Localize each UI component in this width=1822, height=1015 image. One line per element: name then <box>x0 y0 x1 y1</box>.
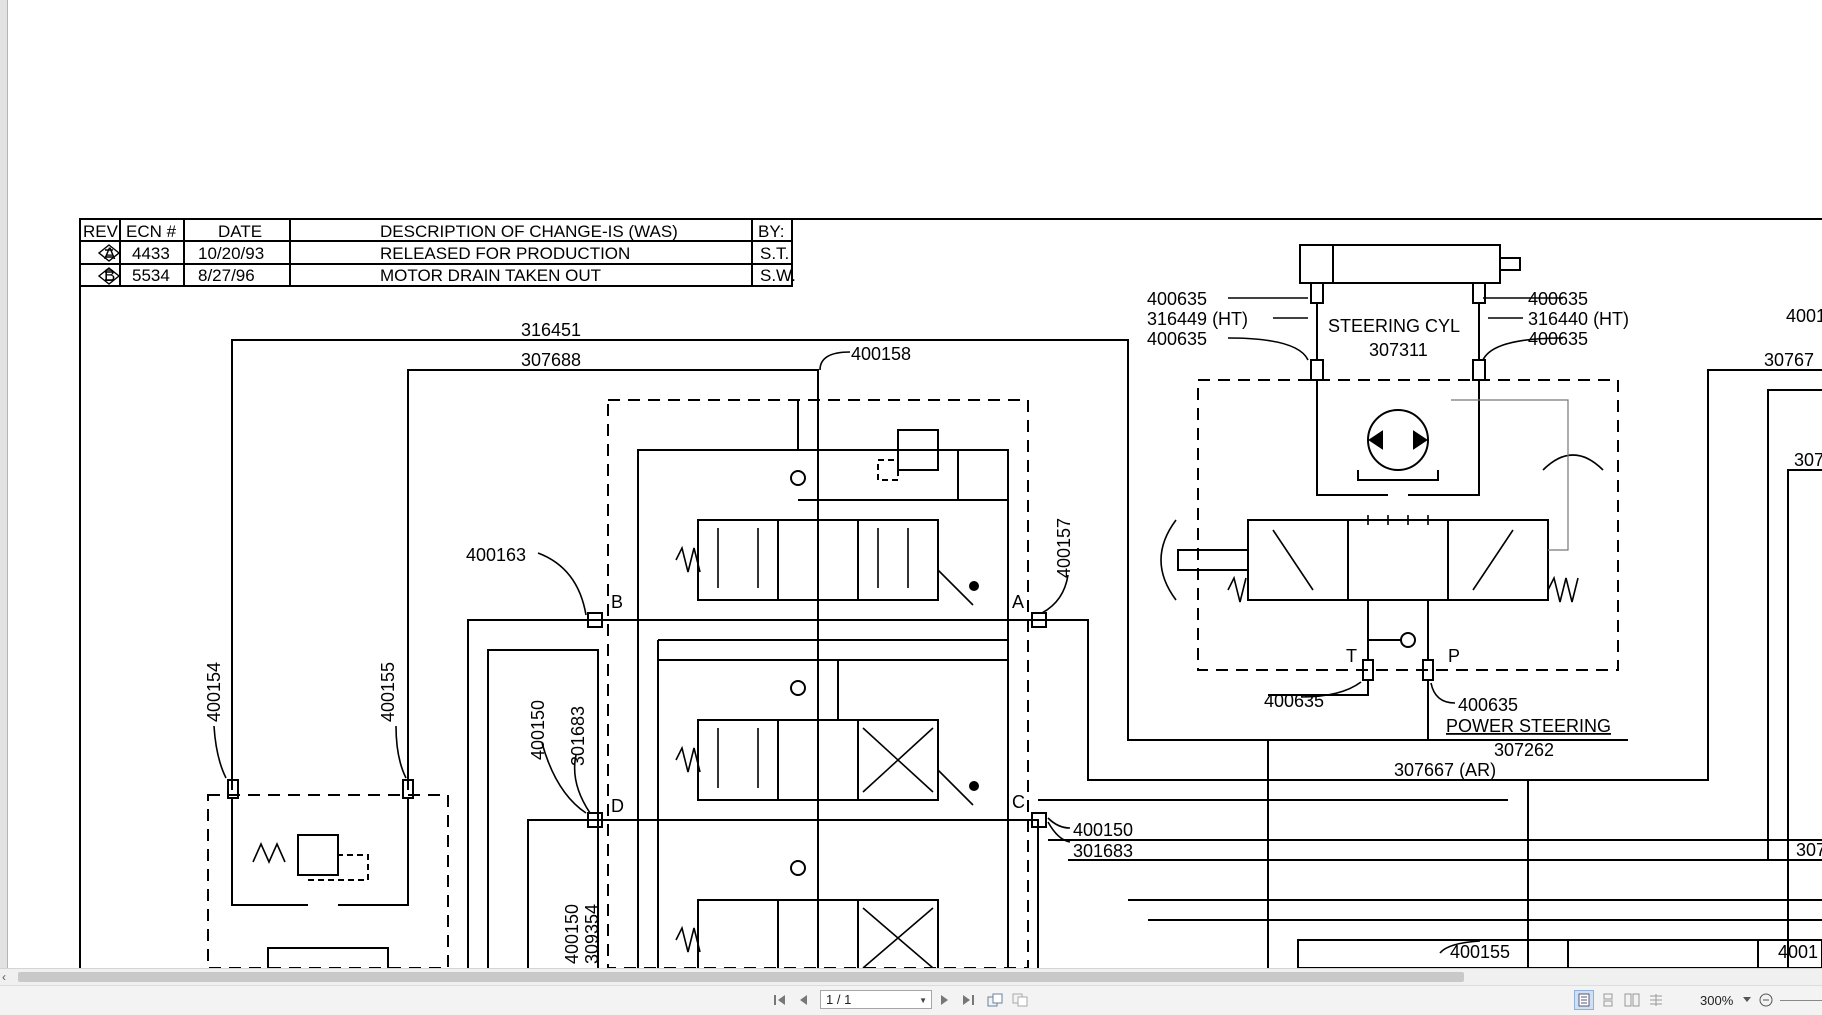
cyl-left-fitting-2: 400635 <box>1147 329 1207 349</box>
steering-cyl-part-number: 307311 <box>1369 340 1428 360</box>
cut-label-top: 4001 <box>1786 306 1822 326</box>
page-number-value: 1 / 1 <box>826 992 852 1007</box>
date-a: 10/20/93 <box>198 244 264 263</box>
zoom-dropdown-icon[interactable] <box>1740 990 1754 1010</box>
scrollbar-thumb[interactable] <box>18 972 1464 982</box>
description-header: DESCRIPTION OF CHANGE-IS (WAS) <box>380 222 678 241</box>
power-steering-part-number: 307262 <box>1494 740 1554 760</box>
callout-leaders <box>213 297 1564 954</box>
hose-label-316451: 316451 <box>521 320 581 340</box>
port-t-label: T <box>1346 646 1357 666</box>
port-a-label: A <box>1012 592 1024 612</box>
zoom-level[interactable]: 300% <box>1700 993 1734 1008</box>
cyl-right-fitting-2: 400635 <box>1528 329 1588 349</box>
rev-b-label: B <box>104 266 115 285</box>
fitting-label-400150-vertical: 400150 <box>528 700 548 760</box>
zoom-out-icon[interactable] <box>1756 990 1776 1010</box>
cyl-left-fitting-1: 400635 <box>1147 289 1207 309</box>
ps-pressure-fitting: 400635 <box>1458 695 1518 715</box>
paste-page-icon[interactable] <box>1010 990 1030 1010</box>
fitting-label-400150-lower: 400150 <box>562 904 582 964</box>
port-lines <box>467 369 1822 968</box>
cyl-right-hose: 316440 (HT) <box>1528 309 1629 329</box>
hose-label-301683-right: 301683 <box>1073 841 1133 861</box>
next-page-icon[interactable] <box>935 990 955 1010</box>
first-page-icon[interactable] <box>770 990 790 1010</box>
hose-label-309354: 309354 <box>582 904 602 964</box>
description-a: RELEASED FOR PRODUCTION <box>380 244 630 263</box>
power-steering-title: POWER STEERING <box>1446 716 1611 736</box>
steering-cyl-title: STEERING CYL <box>1328 316 1460 336</box>
ecn-b: 5534 <box>132 266 170 285</box>
rev-header: REV <box>83 222 119 241</box>
directional-valves <box>637 398 1009 968</box>
by-header: BY: <box>758 222 784 241</box>
power-steering-symbol <box>1160 379 1619 740</box>
fitting-label-400150-right: 400150 <box>1073 820 1133 840</box>
ecn-a: 4433 <box>132 244 170 263</box>
port-c-label: C <box>1012 792 1025 812</box>
port-b-label: B <box>611 592 623 612</box>
document-viewport[interactable]: REV ECN # DATE DESCRIPTION OF CHANGE-IS … <box>8 0 1822 968</box>
cut-label-bottom: 4001 <box>1778 942 1818 962</box>
left-scrollbar[interactable] <box>0 0 8 968</box>
horizontal-scrollbar[interactable]: ‹ <box>0 968 1822 985</box>
previous-page-icon[interactable] <box>793 990 813 1010</box>
copy-page-icon[interactable] <box>985 990 1005 1010</box>
revision-table: REV ECN # DATE DESCRIPTION OF CHANGE-IS … <box>79 218 796 287</box>
cut-label-3076: 3076 <box>1794 450 1822 470</box>
last-page-icon[interactable] <box>958 990 978 1010</box>
port-d-label: D <box>611 796 624 816</box>
fitting-label-400157: 400157 <box>1054 518 1074 578</box>
continuous-facing-icon[interactable] <box>1646 990 1666 1010</box>
cyl-left-hose: 316449 (HT) <box>1147 309 1248 329</box>
relief-valve-block <box>207 779 449 968</box>
fitting-label-400154: 400154 <box>204 662 224 722</box>
rev-a-label: A <box>104 244 116 263</box>
ps-tank-fitting: 400635 <box>1264 691 1324 711</box>
fitting-label-400163: 400163 <box>466 545 526 565</box>
page-dropdown-icon[interactable]: ▼ <box>919 996 927 1005</box>
continuous-view-icon[interactable] <box>1598 990 1618 1010</box>
fitting-label-400158: 400158 <box>851 344 911 364</box>
hose-label-301683-vertical: 301683 <box>568 706 588 766</box>
cyl-right-fitting-1: 400635 <box>1528 289 1588 309</box>
hydraulic-schematic: REV ECN # DATE DESCRIPTION OF CHANGE-IS … <box>79 218 1822 968</box>
by-a: S.T. <box>760 244 789 263</box>
by-b: S.W. <box>760 266 796 285</box>
fitting-label-400155-left: 400155 <box>378 662 398 722</box>
top-hose-lines <box>231 339 1628 790</box>
hose-label-307688: 307688 <box>521 350 581 370</box>
date-b: 8/27/96 <box>198 266 255 285</box>
single-page-view-icon[interactable] <box>1574 990 1594 1010</box>
steering-cylinder-symbol <box>1299 244 1521 381</box>
port-p-label: P <box>1448 646 1460 666</box>
hose-label-307667: 307667 (AR) <box>1394 760 1496 780</box>
description-b: MOTOR DRAIN TAKEN OUT <box>380 266 601 285</box>
page-number-field[interactable]: 1 / 1 ▼ <box>820 990 932 1009</box>
scroll-left-arrow-icon[interactable]: ‹ <box>2 970 6 984</box>
cut-label-307: 307 <box>1796 840 1822 860</box>
zoom-slider-track[interactable] <box>1780 1000 1822 1001</box>
fitting-label-400155-bottom: 400155 <box>1450 942 1510 962</box>
facing-pages-icon[interactable] <box>1622 990 1642 1010</box>
date-header: DATE <box>218 222 262 241</box>
viewer-status-bar: 1 / 1 ▼ 300% <box>0 985 1822 1015</box>
cut-label-30767: 30767 <box>1764 350 1814 370</box>
ecn-header: ECN # <box>126 222 177 241</box>
